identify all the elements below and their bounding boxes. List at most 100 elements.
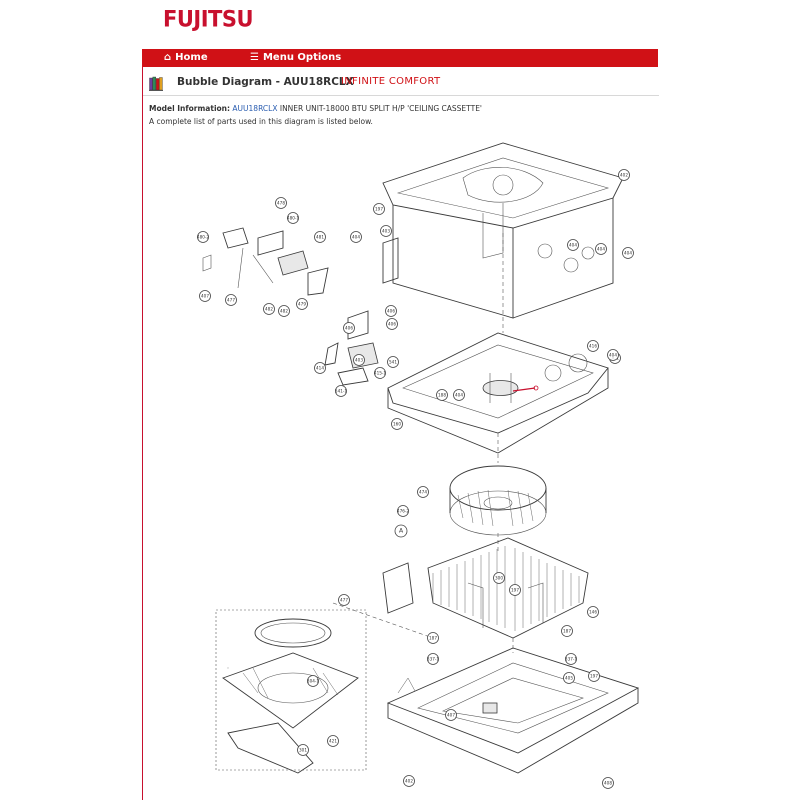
callout-197-mid[interactable]: 197	[509, 584, 521, 596]
callout-482-b[interactable]: 482	[278, 305, 290, 317]
callout-474[interactable]: 474	[417, 486, 429, 498]
svg-text:404: 404	[569, 243, 577, 248]
svg-text:480-1: 480-1	[287, 216, 300, 221]
callout-541-1[interactable]: 541-1	[335, 385, 348, 397]
page-title: Bubble Diagram - AUU18RCLX	[177, 76, 354, 88]
callout-421[interactable]: 421	[327, 735, 339, 747]
svg-text:337-1: 337-1	[427, 657, 440, 662]
svg-text:407: 407	[201, 294, 209, 299]
callout-337-1-a[interactable]: 337-1	[427, 653, 440, 665]
svg-text:478: 478	[277, 201, 285, 206]
svg-text:482: 482	[280, 309, 288, 314]
svg-text:407: 407	[447, 713, 455, 718]
callout-197-top[interactable]: 197	[373, 203, 385, 215]
svg-text:197: 197	[511, 588, 519, 593]
callout-407-left[interactable]: 407	[199, 290, 211, 302]
callout-407-bottom[interactable]: 407	[445, 709, 457, 721]
callout-402-bottom[interactable]: 402	[403, 775, 415, 787]
svg-text:187: 187	[563, 629, 571, 634]
callout-477-inset[interactable]: 477	[338, 594, 350, 606]
svg-text:A: A	[399, 528, 404, 535]
svg-text:476-2: 476-2	[397, 509, 410, 514]
callout-300[interactable]: 300	[493, 572, 505, 584]
svg-text:404: 404	[609, 353, 617, 358]
callout-404-c[interactable]: 404	[622, 247, 634, 259]
svg-text:541-1: 541-1	[335, 389, 348, 394]
model-link[interactable]: AUU18RCLX	[232, 104, 278, 113]
callout-301[interactable]: 301	[297, 744, 309, 756]
callout-187-b[interactable]: 187	[561, 625, 573, 637]
nav-home-link[interactable]: ⌂Home	[164, 49, 208, 67]
callout-408[interactable]: 408	[602, 777, 614, 789]
svg-text:415-1: 415-1	[374, 371, 387, 376]
svg-text:477: 477	[340, 598, 348, 603]
callout-482-a[interactable]: 482	[263, 303, 275, 315]
fujitsu-logo[interactable]: FUJITSU	[163, 6, 254, 32]
callout-480-2[interactable]: 480-2	[197, 231, 210, 243]
model-info-label: Model Information:	[149, 104, 231, 113]
callout-481[interactable]: 481	[314, 231, 326, 243]
svg-text:477: 477	[227, 298, 235, 303]
callout-403-top[interactable]: 403	[380, 225, 392, 237]
callout-404-e[interactable]: 404	[453, 389, 465, 401]
svg-text:404: 404	[624, 251, 632, 256]
tagline: INFINITE COMFORT	[341, 76, 441, 87]
leader-lines	[332, 233, 514, 694]
callout-404-a[interactable]: 404	[567, 239, 579, 251]
bottom-panel-drawing	[386, 647, 640, 774]
callout-188[interactable]: 188	[436, 389, 448, 401]
callout-404-b[interactable]: 404	[595, 243, 607, 255]
callout-403-mid[interactable]: 403	[353, 354, 365, 366]
top-housing-drawing	[382, 142, 624, 319]
svg-text:408: 408	[604, 781, 612, 786]
svg-text:541: 541	[389, 360, 397, 365]
callout-541[interactable]: 541	[387, 356, 399, 368]
callout-404-d[interactable]: 404	[350, 231, 362, 243]
callout-337-1-b[interactable]: 337-1	[565, 653, 578, 665]
callout-479[interactable]: 479	[296, 298, 308, 310]
menu-icon: ☰	[250, 52, 259, 63]
svg-text:480-2: 480-2	[197, 235, 210, 240]
callout-414[interactable]: 414	[314, 362, 326, 374]
callout-415-1[interactable]: 415-1	[374, 367, 387, 379]
middle-frame-drawing	[387, 332, 609, 454]
svg-text:197: 197	[375, 207, 383, 212]
callout-478[interactable]: 478	[275, 197, 287, 209]
callout-304-1[interactable]: 304-1	[307, 675, 320, 687]
callout-404-f[interactable]: 404	[607, 349, 619, 361]
svg-text:197: 197	[590, 674, 598, 679]
callout-480-1[interactable]: 480-1	[287, 212, 300, 224]
callout-406-c[interactable]: 406	[385, 305, 397, 317]
main-content: Bubble Diagram - AUU18RCLX INFINITE COMF…	[142, 67, 659, 800]
svg-text:337-1: 337-1	[565, 657, 578, 662]
callout-476-2[interactable]: 476-2	[397, 505, 410, 517]
svg-text:402: 402	[405, 779, 413, 784]
marker-a[interactable]: A	[394, 524, 408, 538]
svg-text:405: 405	[565, 676, 573, 681]
svg-text:301: 301	[299, 748, 307, 753]
nav-menu-options-link[interactable]: ☰Menu Options	[250, 49, 341, 67]
callout-406-a[interactable]: 406	[386, 318, 398, 330]
books-icon	[149, 76, 163, 91]
bubble-diagram: 402 197 403 404 404 404 478 480-1 480-2 …	[197, 142, 640, 789]
callout-197-bottom[interactable]: 197	[588, 670, 600, 682]
nav-home-label: Home	[175, 52, 208, 63]
svg-text:481: 481	[316, 235, 324, 240]
callout-477-top[interactable]: 477	[225, 294, 237, 306]
svg-text:404: 404	[597, 247, 605, 252]
svg-text:406: 406	[388, 322, 396, 327]
callout-160[interactable]: 160	[391, 418, 403, 430]
svg-text:160: 160	[393, 422, 401, 427]
svg-text:300: 300	[495, 576, 503, 581]
callout-406-b[interactable]: 406	[343, 322, 355, 334]
callout-405[interactable]: 405	[563, 672, 575, 684]
header: FUJITSU	[0, 0, 800, 49]
callout-146[interactable]: 146	[587, 606, 599, 618]
callout-187-a[interactable]: 187	[427, 632, 439, 644]
svg-text:304-1: 304-1	[307, 679, 320, 684]
callout-416[interactable]: 416	[587, 340, 599, 352]
svg-text:402: 402	[620, 173, 628, 178]
callout-402-top[interactable]: 402	[618, 169, 630, 181]
svg-text:416: 416	[589, 344, 597, 349]
svg-text:403: 403	[382, 229, 390, 234]
